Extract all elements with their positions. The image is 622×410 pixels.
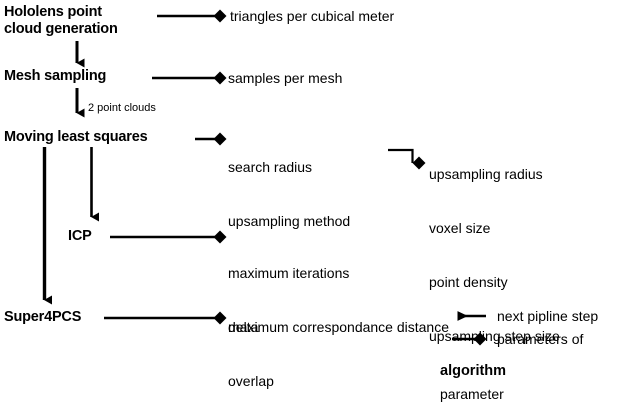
legend-label-algorithm: algorithm <box>440 363 507 379</box>
param-maximum-correspondance-distance: maximum correspondance distance <box>228 319 449 335</box>
param-overlap: overlap <box>228 373 274 389</box>
connector-super4pcs-params <box>104 311 227 325</box>
param-upsampling-step-size: upsampling step size <box>429 328 560 344</box>
params-hololens: triangles per cubical meter <box>230 8 395 24</box>
param-upsampling-radius: upsampling radius <box>429 166 543 182</box>
params-mls-group: search radius upsampling method <box>228 122 350 266</box>
connector-hololens-params <box>157 9 227 23</box>
params-super4pcs-group: delta overlap sample size maximum time <box>228 282 319 410</box>
node-moving-least-squares[interactable]: Moving least squares <box>4 129 148 145</box>
connector-mls-params <box>195 132 227 146</box>
edge-label-two-point-clouds: 2 point clouds <box>88 102 156 114</box>
params-upsampling-group: upsampling radius voxel size point densi… <box>429 129 560 381</box>
legend-label-parameters-of: parameters of <box>497 331 584 347</box>
node-mesh-sampling[interactable]: Mesh sampling <box>4 68 107 84</box>
param-voxel-size: voxel size <box>429 220 491 236</box>
legend-label-next-pipeline-step: next pipline step <box>497 308 599 324</box>
param-delta: delta <box>228 319 259 335</box>
legend-diamond-icon <box>452 332 487 346</box>
legend-label-parameter: parameter <box>440 386 504 402</box>
param-maximum-iterations: maximum iterations <box>228 265 350 281</box>
params-mesh: samples per mesh <box>228 70 343 86</box>
connector-mesh-params <box>152 71 227 85</box>
params-icp-group: maximum iterations maximum correspondanc… <box>228 228 449 372</box>
connector-upsampling-params <box>388 148 426 170</box>
node-hololens-point-cloud-generation[interactable]: Hololens point cloud generation <box>4 4 118 37</box>
node-icp[interactable]: ICP <box>68 228 92 244</box>
param-point-density: point density <box>429 274 508 290</box>
param-upsampling-method: upsampling method <box>228 213 351 229</box>
node-super4pcs[interactable]: Super4PCS <box>4 309 82 325</box>
param-search-radius: search radius <box>228 159 313 175</box>
connector-icp-params <box>110 230 227 244</box>
